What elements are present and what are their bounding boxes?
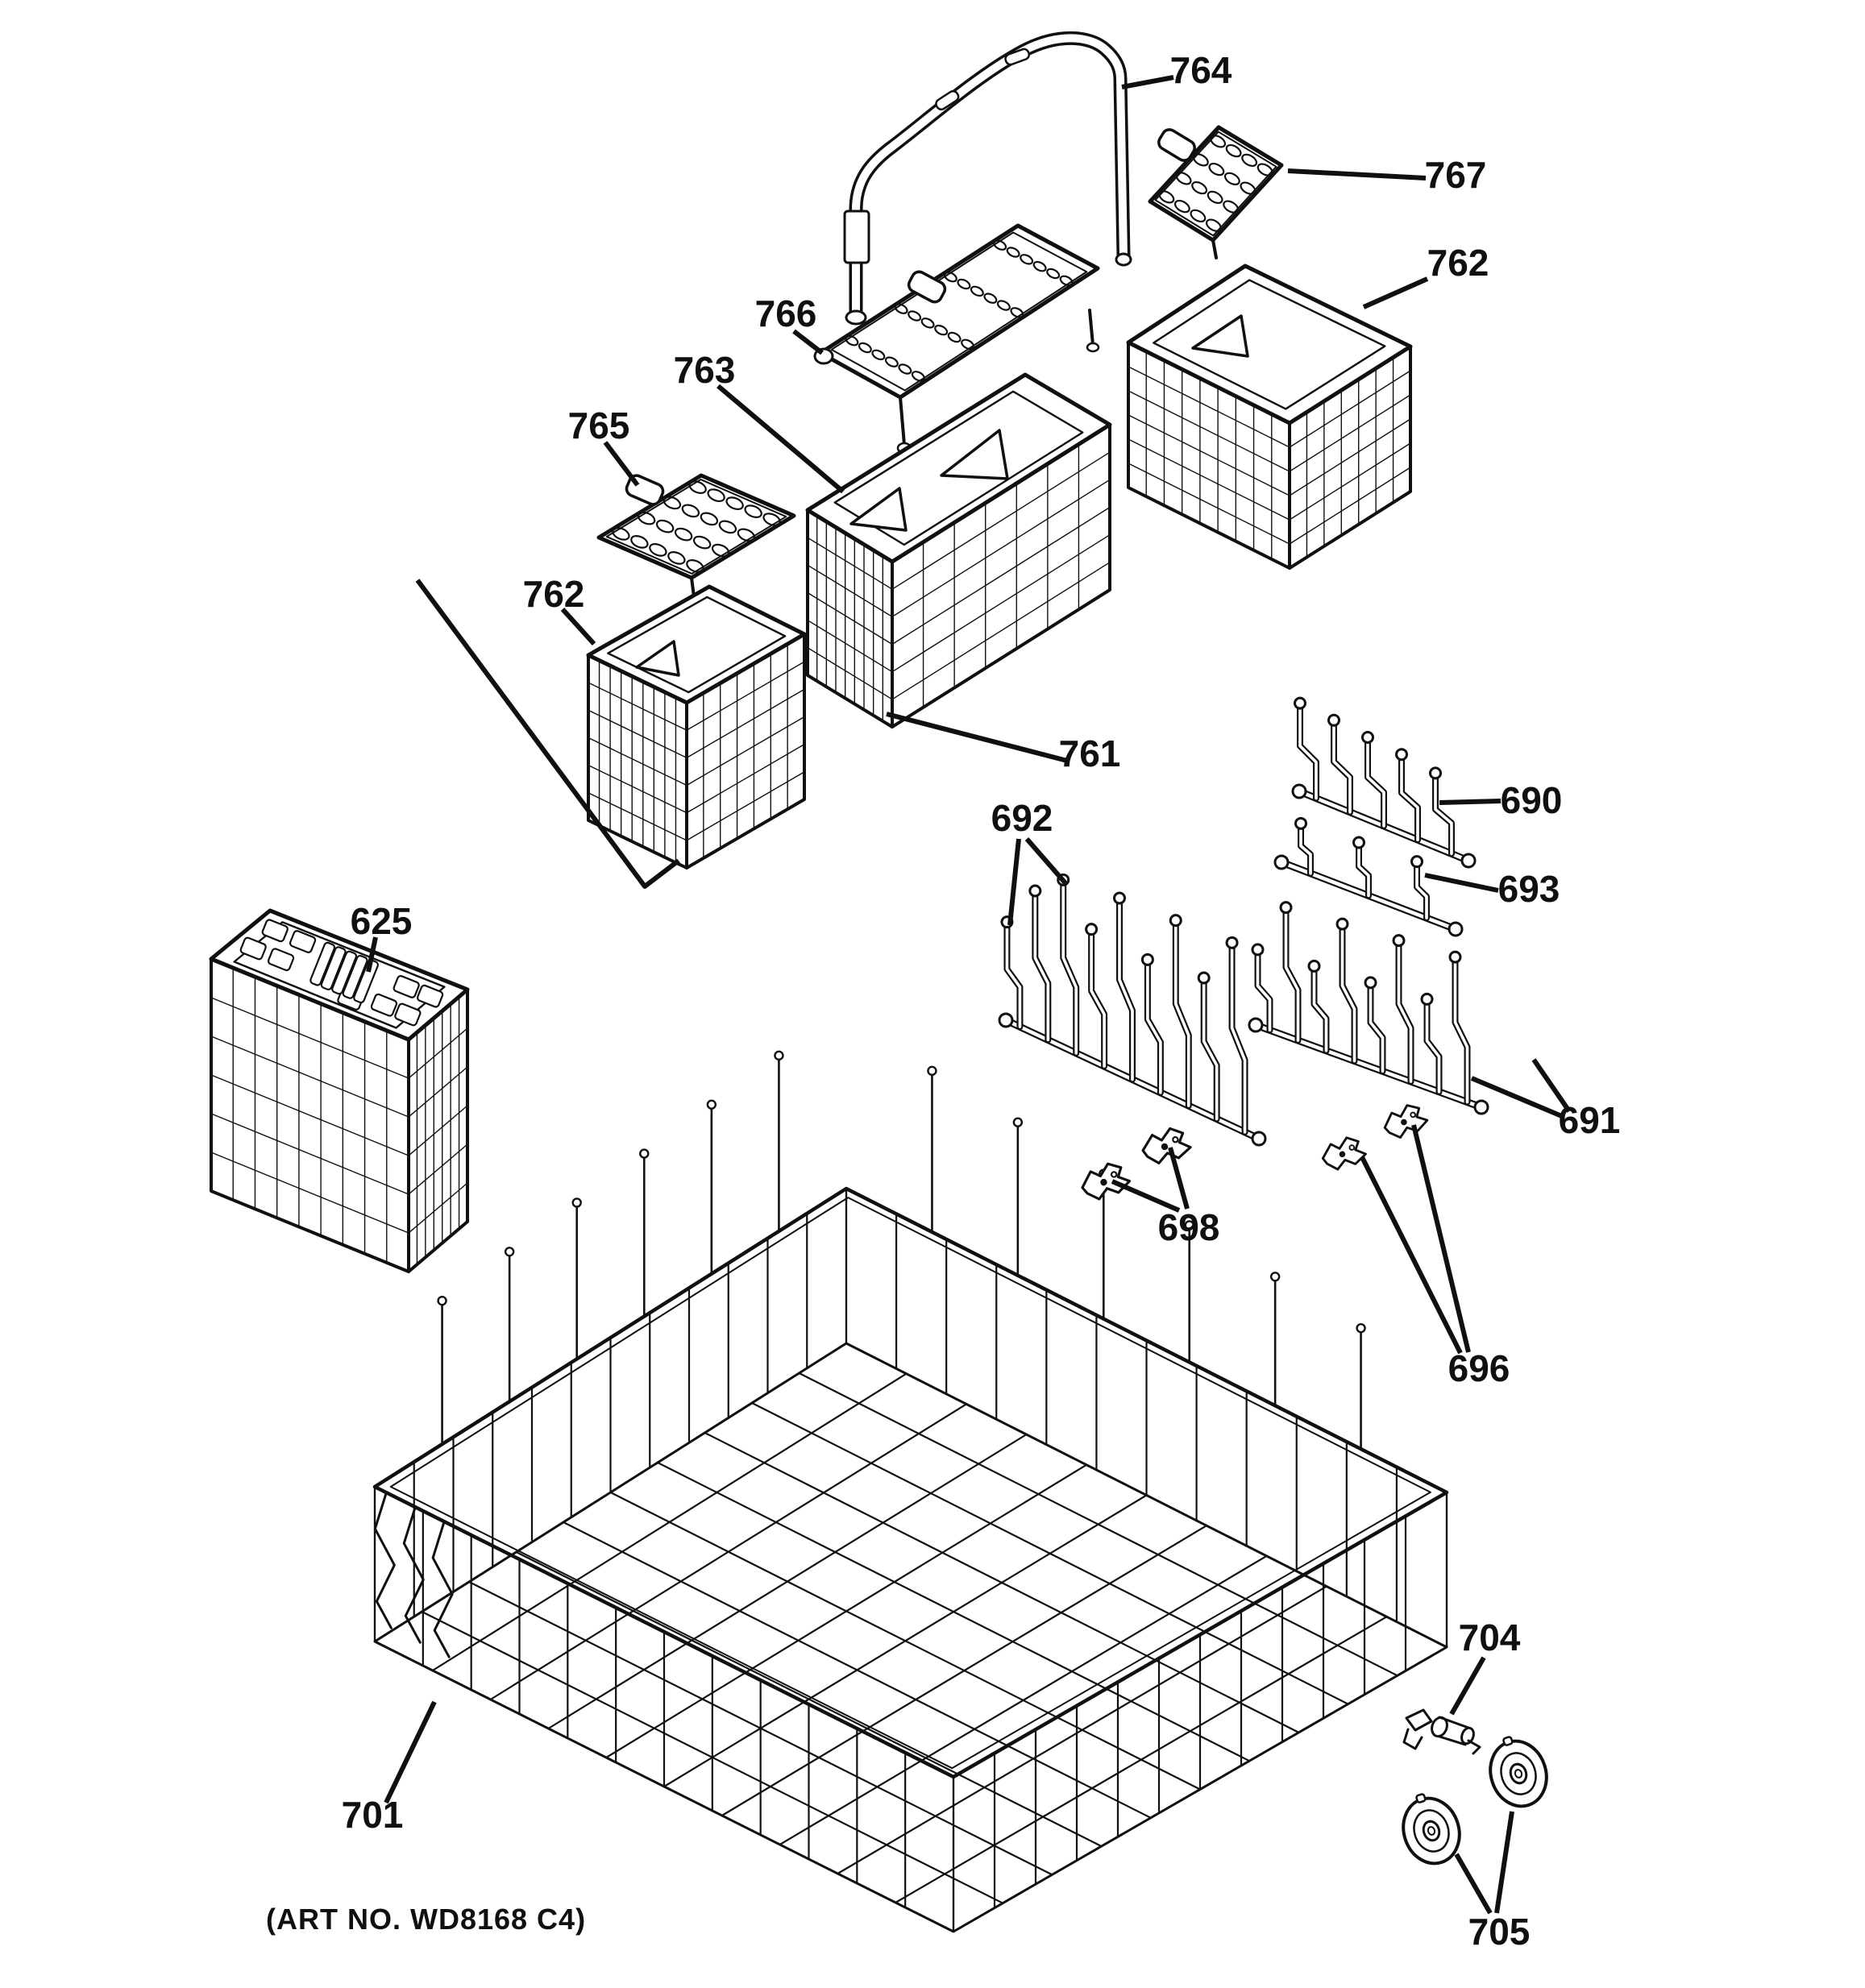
part-label-698: 698 [1111,1147,1220,1248]
part-label-692: 692 [991,797,1068,926]
tine-row-690 [1291,696,1477,869]
svg-text:705: 705 [1468,1911,1531,1953]
part-label-763: 763 [674,349,845,494]
tine-clips-696 [1321,1104,1429,1171]
closed-silverware-basket-625 [209,908,470,1273]
tine-clips-698 [1081,1127,1192,1201]
part-label-701: 701 [342,1700,437,1836]
part-label-765: 765 [568,405,640,487]
svg-text:690: 690 [1501,779,1563,821]
svg-text:691: 691 [1559,1099,1621,1141]
small-lid-767 [1148,125,1284,259]
part-label-762: 762 [1362,242,1489,309]
art-number-caption: (ART NO. WD8168 C4) [266,1903,586,1936]
lower-rack-701 [372,1050,1449,1933]
svg-text:764: 764 [1170,49,1232,91]
axle-stud-704 [1402,1708,1481,1755]
tine-row-693 [1273,816,1464,937]
center-basket-761 [805,372,1112,728]
part-label-704: 704 [1449,1617,1521,1716]
svg-text:693: 693 [1498,868,1560,910]
svg-text:762: 762 [523,573,585,615]
silverware-basket-762-left [586,584,807,869]
part-label-690: 690 [1439,779,1562,821]
svg-text:761: 761 [1059,733,1121,774]
assembly-group-bracket [415,579,680,889]
svg-text:765: 765 [568,405,630,446]
tine-row-692 [998,873,1267,1147]
part-label-767: 767 [1287,154,1487,196]
svg-text:767: 767 [1425,154,1487,196]
small-lid-765 [596,473,796,611]
svg-text:763: 763 [674,349,736,391]
silverware-basket-762-right [1126,264,1413,570]
part-label-766: 766 [755,293,824,355]
part-label-764: 764 [1121,49,1232,91]
basket-lid-766 [813,223,1100,454]
part-label-705: 705 [1454,1811,1531,1953]
svg-text:766: 766 [755,293,817,334]
svg-text:704: 704 [1459,1617,1521,1658]
svg-text:762: 762 [1427,242,1489,284]
part-label-625: 625 [351,900,413,973]
rack-handle-764 [843,31,1132,326]
part-label-693: 693 [1424,868,1560,910]
part-label-696: 696 [1360,1124,1510,1389]
part-label-691: 691 [1470,1058,1621,1141]
tine-row-691 [1248,901,1489,1115]
rack-rollers-705 [1402,1736,1548,1866]
parts-layer [209,31,1548,1933]
svg-text:698: 698 [1158,1206,1220,1248]
part-label-761: 761 [886,712,1121,774]
svg-text:625: 625 [351,900,413,942]
svg-text:696: 696 [1448,1347,1510,1389]
part-label-762: 762 [523,573,596,646]
svg-text:692: 692 [991,797,1053,839]
svg-text:701: 701 [342,1794,404,1836]
